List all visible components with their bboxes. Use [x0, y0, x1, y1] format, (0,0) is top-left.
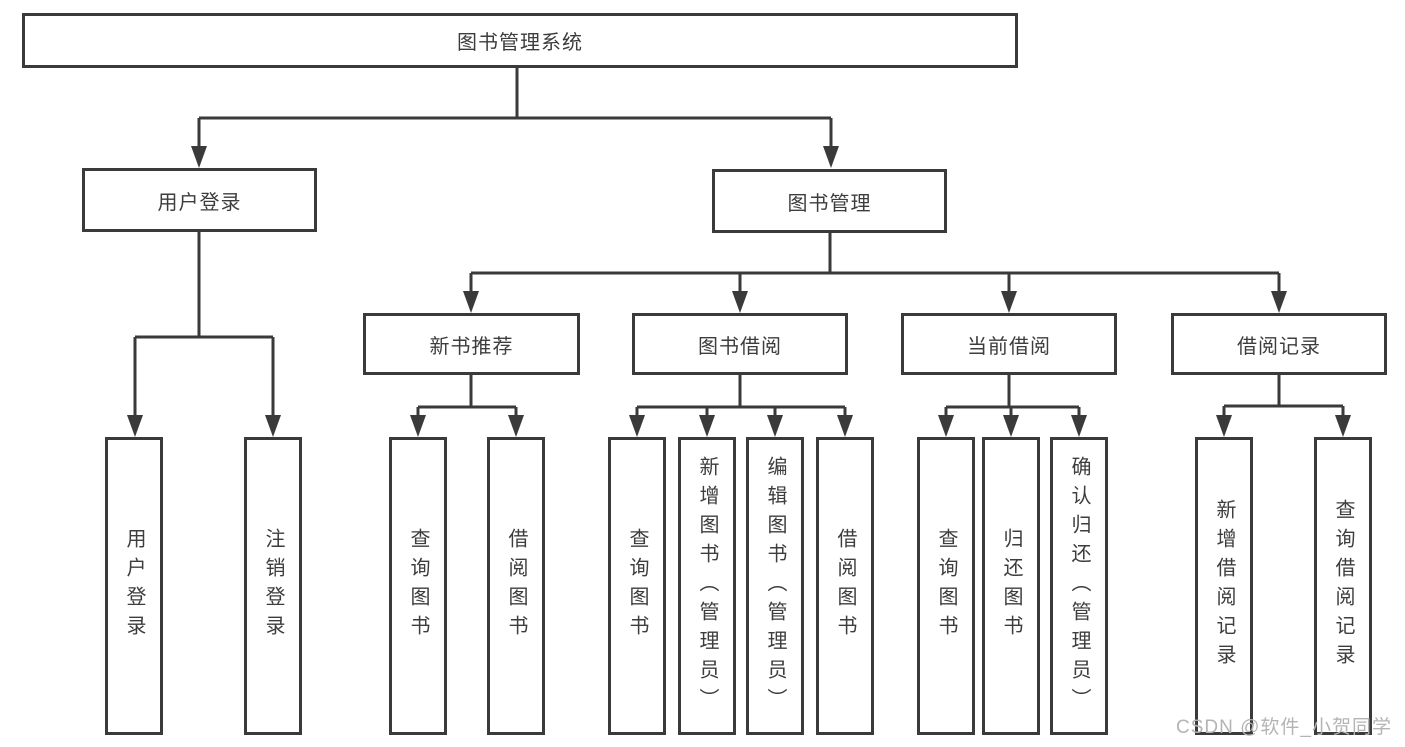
edge-book-mgmt-to-level3 [469, 233, 1281, 293]
arrowhead-icon [410, 415, 426, 437]
arrowhead-icon [265, 415, 281, 437]
node-root: 图书管理系统 [22, 13, 1018, 68]
node-leaf-borrow-book-label: 借阅图书 [834, 528, 856, 644]
node-leaf-logout-label: 注销登录 [262, 528, 284, 644]
arrowhead-icon [732, 291, 748, 313]
node-current-borrowing-label: 当前借阅 [967, 335, 1051, 358]
node-user-login-label: 用户登录 [157, 191, 242, 214]
arrowhead-icon [127, 415, 143, 437]
node-leaf-query-borrow-record: 查询借阅记录 [1314, 437, 1372, 735]
node-leaf-add-borrow-record: 新增借阅记录 [1195, 437, 1253, 735]
edge-user-login-to-leaves [133, 232, 275, 417]
arrowhead-icon [1001, 291, 1017, 313]
node-leaf-query-book-recommend: 查询图书 [389, 437, 447, 735]
node-leaf-query-borrow-record-label: 查询借阅记录 [1332, 499, 1354, 673]
arrowhead-icon [1216, 415, 1232, 437]
arrowhead-icon [938, 415, 954, 437]
node-leaf-borrow-book: 借阅图书 [816, 437, 874, 735]
node-leaf-query-book-recommend-label: 查询图书 [407, 528, 429, 644]
arrowhead-icon [1003, 415, 1019, 437]
node-current-borrowing: 当前借阅 [901, 313, 1117, 375]
node-leaf-confirm-return-admin: 确认归还（管理员） [1050, 437, 1108, 735]
node-book-management-label: 图书管理 [787, 192, 872, 215]
node-book-borrowing-label: 图书借阅 [698, 335, 782, 358]
arrowhead-icon [1071, 415, 1087, 437]
node-leaf-confirm-return-admin-label: 确认归还（管理员） [1068, 455, 1090, 717]
node-user-login: 用户登录 [82, 168, 317, 232]
node-leaf-add-book-admin: 新增图书（管理员） [678, 437, 736, 735]
node-book-management: 图书管理 [712, 169, 947, 233]
edge-current-borrow-to-leaves [944, 375, 1081, 417]
node-leaf-borrow-book-recommend: 借阅图书 [487, 437, 545, 735]
arrowhead-icon [1335, 415, 1351, 437]
arrowhead-icon [767, 415, 783, 437]
edge-new-book-to-leaves [416, 375, 518, 417]
node-leaf-query-book-current: 查询图书 [917, 437, 975, 735]
arrowhead-icon [508, 415, 524, 437]
arrowhead-icon [823, 146, 839, 168]
node-leaf-query-book-current-label: 查询图书 [935, 528, 957, 644]
node-leaf-borrow-book-recommend-label: 借阅图书 [505, 528, 527, 644]
node-leaf-query-book-borrow-label: 查询图书 [626, 528, 648, 644]
node-leaf-logout: 注销登录 [244, 437, 302, 735]
node-new-book-recommend-label: 新书推荐 [429, 335, 514, 358]
node-borrowing-records-label: 借阅记录 [1237, 335, 1321, 358]
arrowhead-icon [191, 146, 207, 168]
node-leaf-add-borrow-record-label: 新增借阅记录 [1213, 499, 1235, 673]
node-book-borrowing: 图书借阅 [632, 313, 848, 375]
arrowhead-icon [629, 415, 645, 437]
node-new-book-recommend: 新书推荐 [363, 313, 580, 375]
node-leaf-return-book: 归还图书 [982, 437, 1040, 735]
edge-book-borrow-to-leaves [635, 375, 847, 417]
node-root-label: 图书管理系统 [457, 32, 583, 54]
node-leaf-user-login-label: 用户登录 [123, 528, 145, 644]
node-leaf-add-book-admin-label: 新增图书（管理员） [696, 455, 718, 717]
node-leaf-user-login: 用户登录 [105, 437, 163, 735]
edge-root-to-level2 [197, 68, 833, 148]
node-leaf-edit-book-admin: 编辑图书（管理员） [746, 437, 804, 735]
node-leaf-query-book-borrow: 查询图书 [608, 437, 666, 735]
arrowhead-icon [1271, 291, 1287, 313]
arrowhead-icon [463, 291, 479, 313]
watermark: CSDN @软件_小贺同学 [1176, 717, 1392, 738]
node-leaf-return-book-label: 归还图书 [1000, 528, 1022, 644]
node-leaf-edit-book-admin-label: 编辑图书（管理员） [764, 455, 786, 717]
node-borrowing-records: 借阅记录 [1171, 313, 1387, 375]
edge-records-to-leaves [1222, 375, 1345, 417]
arrowhead-icon [699, 415, 715, 437]
arrowhead-icon [837, 415, 853, 437]
